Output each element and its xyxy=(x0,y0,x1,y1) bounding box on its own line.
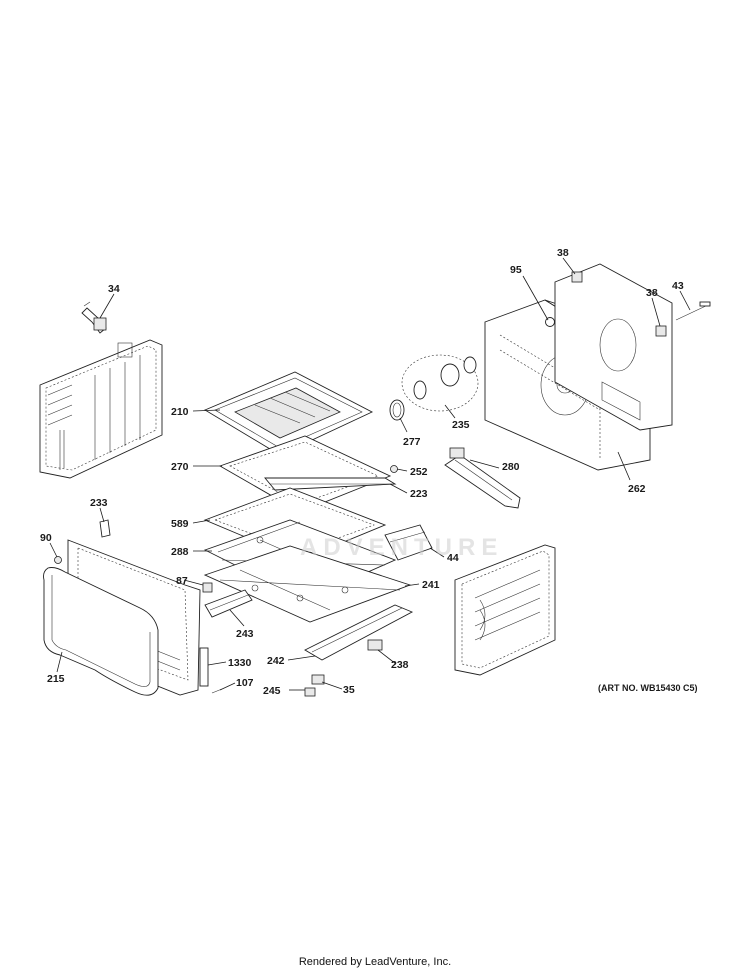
label-243[interactable]: 243 xyxy=(236,628,254,640)
part-43-probe xyxy=(675,301,711,321)
part-238-clip xyxy=(367,639,383,651)
part-235-light-assembly xyxy=(401,354,479,412)
part-38-bracket-top xyxy=(571,271,583,283)
watermark: ADVENTURE xyxy=(300,534,504,561)
part-233-sensor xyxy=(99,519,111,538)
label-43[interactable]: 43 xyxy=(672,280,684,292)
label-252[interactable]: 252 xyxy=(410,466,428,478)
label-262[interactable]: 262 xyxy=(628,483,646,495)
label-233[interactable]: 233 xyxy=(90,497,108,509)
label-589[interactable]: 589 xyxy=(171,518,189,530)
label-245[interactable]: 245 xyxy=(263,685,281,697)
label-35[interactable]: 35 xyxy=(343,684,355,696)
part-95-grommet xyxy=(545,317,555,327)
label-38a[interactable]: 38 xyxy=(557,247,569,259)
right-side-panel xyxy=(454,544,556,676)
label-90[interactable]: 90 xyxy=(40,532,52,544)
part-90-clip xyxy=(54,556,62,564)
part-44-duct xyxy=(384,524,433,561)
label-241[interactable]: 241 xyxy=(422,579,440,591)
rear-wall-panel xyxy=(554,263,673,431)
part-243-bracket xyxy=(204,589,253,618)
part-87-clip xyxy=(202,582,213,593)
label-44[interactable]: 44 xyxy=(447,552,459,564)
label-34[interactable]: 34 xyxy=(108,283,120,295)
label-215[interactable]: 215 xyxy=(47,673,65,685)
part-241-base xyxy=(203,545,412,623)
label-270[interactable]: 270 xyxy=(171,461,189,473)
part-34-switch xyxy=(81,301,107,334)
art-number: (ART NO. WB15430 C5) xyxy=(598,683,698,693)
label-235[interactable]: 235 xyxy=(452,419,470,431)
part-242-rail xyxy=(304,604,414,661)
label-223[interactable]: 223 xyxy=(410,488,428,500)
label-1330[interactable]: 1330 xyxy=(228,657,252,669)
part-35-fastener xyxy=(311,674,325,685)
label-87[interactable]: 87 xyxy=(176,575,188,587)
label-95[interactable]: 95 xyxy=(510,264,522,276)
part-210-oven-bottom xyxy=(204,371,374,456)
part-223-channel xyxy=(264,477,397,491)
label-38b[interactable]: 38 xyxy=(646,287,658,299)
label-288[interactable]: 288 xyxy=(171,546,189,558)
part-277-gasket xyxy=(389,399,405,421)
part-38-bracket-right xyxy=(655,325,667,337)
label-277[interactable]: 277 xyxy=(403,436,421,448)
label-242[interactable]: 242 xyxy=(267,655,285,667)
part-labels: 34 38 38 43 95 210 270 252 223 277 235 2… xyxy=(40,247,684,697)
left-side-panel xyxy=(39,339,163,479)
label-210[interactable]: 210 xyxy=(171,406,189,418)
label-238[interactable]: 238 xyxy=(391,659,409,671)
part-245-screw xyxy=(304,687,316,697)
footer-credit: Rendered by LeadVenture, Inc. xyxy=(298,956,452,968)
part-215-door-seal xyxy=(43,567,159,696)
part-1330-hinge xyxy=(199,647,209,687)
part-252-nut xyxy=(390,465,398,473)
label-280[interactable]: 280 xyxy=(502,461,520,473)
label-107[interactable]: 107 xyxy=(236,677,254,689)
part-280-bracket xyxy=(444,447,521,509)
leader-lines xyxy=(49,257,691,691)
